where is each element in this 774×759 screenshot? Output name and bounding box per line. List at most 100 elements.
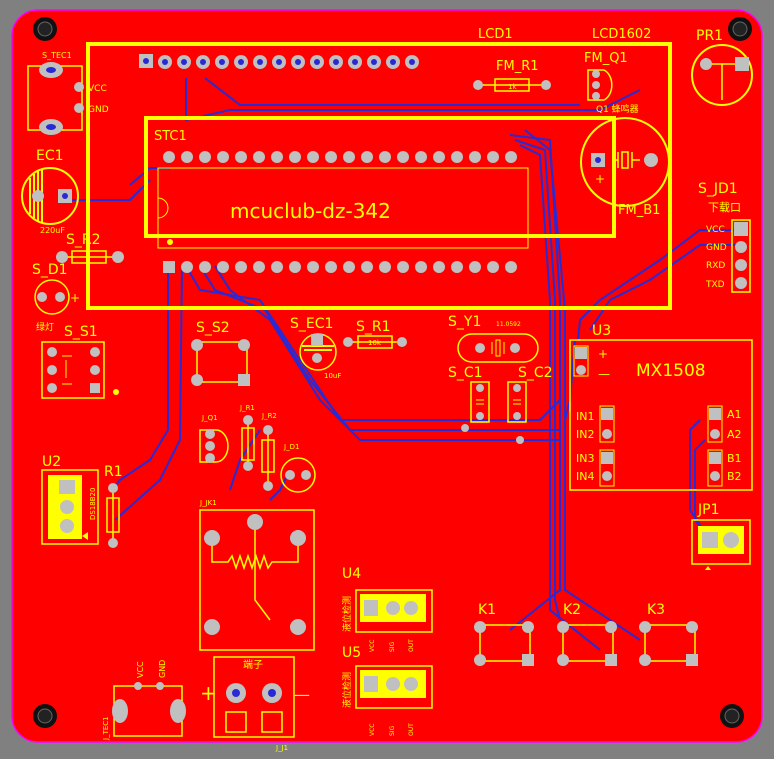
in3-label: IN3 [576,452,594,465]
stc1-label: STC1 [154,129,187,144]
s-ec1-label: S_EC1 [290,316,333,332]
u5-out: OUT [408,723,415,736]
u5: U5 液位检测 VCC SIG OUT [341,645,433,736]
u2-ds18b20: U2 DS18B20 [41,454,99,545]
k1: K1 [474,602,534,666]
s-c1-label: S_C1 [448,365,483,381]
fm-b1: + FM_B1 [580,117,670,218]
j-r2-label: J_R2 [261,412,277,420]
pr1-label: PR1 [696,28,723,44]
s-y1-label: S_Y1 [448,314,481,330]
k2-label: K2 [563,602,581,618]
j-j1-terminal: 端子 + — J_J1 [200,656,310,752]
a1-label: A1 [727,408,742,421]
jd-txd: TXD [705,280,725,290]
j-q1: J_Q1 [199,414,229,463]
k1-label: K1 [478,602,496,618]
u3-mx1508: U3 MX1508 + — IN1 IN2 IN3 IN4 A1 A2 B1 B… [569,323,753,491]
terminal-minus: — [294,685,310,704]
ec1: EC1 220uF [21,148,79,235]
j-tec1-vcc: VCC [136,661,145,678]
fm-r1-label: FM_R1 [496,59,539,74]
jd-gnd: GND [706,243,727,253]
s-jd1: S_JD1 下载口 VCC GND RXD TXD [698,181,751,293]
s-r1-value: 10k [368,339,382,347]
j-jk1-label: J_JK1 [199,499,217,507]
s-r1-label: S_R1 [356,319,391,335]
s-c2-label: S_C2 [518,365,553,381]
j-tec1-gnd: GND [158,660,167,678]
u5-hall-label: 液位检测 [341,672,353,708]
svg-text:+: + [70,291,80,305]
j-d1-label: J_D1 [283,443,299,451]
s-s2-label: S_S2 [196,320,230,336]
lcd-pin-header [139,54,419,69]
s-jd1-label: S_JD1 [698,181,738,197]
buzzer-label: Q1 蜂鸣器 [596,103,639,115]
u4-vcc: VCC [369,640,376,652]
s-r2: S_R2 [56,232,124,264]
u4-hall-label: 液位检测 [341,596,353,632]
in4-label: IN4 [576,470,594,483]
mounting-holes [33,17,752,728]
s-tec1-gnd: GND [88,105,109,115]
u4-label: U4 [342,566,361,582]
pr1: PR1 [691,28,753,106]
s-c2: S_C2 [461,365,553,444]
download-label: 下载口 [708,201,741,214]
ec1-label: EC1 [36,148,64,164]
s-c1: S_C1 [448,365,490,423]
lcd1-outline [86,42,672,310]
j-q1-label: J_Q1 [201,414,218,422]
lcd1-label: LCD1 [478,27,513,42]
k2: K2 [557,602,617,666]
s-tec1: S_TEC1 VCC GND [27,51,109,135]
u4-out: OUT [408,639,415,652]
s-s1-label: S_S1 [64,324,98,340]
u4: U4 液位检测 VCC SIG OUT [341,566,433,652]
mcuclub-label: mcuclub-dz-342 [230,199,391,223]
s-d1-note: 绿灯 [36,321,54,333]
j-j1-label: J_J1 [275,744,288,752]
u2-label: U2 [42,454,61,470]
j-tec1: J_TEC1 VCC GND [102,660,186,741]
svg-text:—: — [598,367,610,381]
jd-vcc: VCC [706,225,725,235]
r1: R1 [104,464,123,548]
ec1-value: 220uF [40,226,65,235]
s-s1: S_S1 [41,324,119,399]
j-r1-label: J_R1 [239,404,255,412]
jp1: JP1 [691,502,751,570]
terminal-plus: + [200,681,217,705]
fm-r1: FM_R1 1k [473,59,551,92]
s-tec1-vcc: VCC [88,84,107,94]
s-d1-label: S_D1 [32,262,68,278]
u5-sig: SIG [389,725,396,736]
stc1: STC1 mcuclub-dz-342 [144,116,616,273]
j-jk1-relay: J_JK1 [199,499,315,651]
s-y1-value: 11.0592 [496,321,521,328]
s-tec1-label: S_TEC1 [42,51,72,60]
u5-label: U5 [342,645,361,661]
u4-sig: SIG [389,641,396,652]
fm-r1-value: 1k [508,83,517,91]
s-ec1-value: 10uF [324,372,341,380]
b1-label: B1 [727,452,742,465]
fm-q1: FM_Q1 Q1 蜂鸣器 [584,51,639,115]
b2-label: B2 [727,470,742,483]
svg-text:+: + [595,172,605,186]
k3: K3 [639,602,698,666]
s-ec1: S_EC1 10uF [290,316,341,380]
ds18b20-label: DS18B20 [89,488,97,520]
j-d1: J_D1 [280,443,316,493]
fm-b1-label: FM_B1 [618,203,660,218]
s-d1: S_D1 + 绿灯 [32,262,80,333]
jd-rxd: RXD [706,261,725,271]
svg-text:+: + [598,347,608,361]
k3-label: K3 [647,602,665,618]
s-s2: S_S2 [191,320,250,386]
r1-label: R1 [104,464,123,480]
u5-vcc: VCC [369,724,376,736]
s-r1: S_R1 10k [343,319,407,349]
